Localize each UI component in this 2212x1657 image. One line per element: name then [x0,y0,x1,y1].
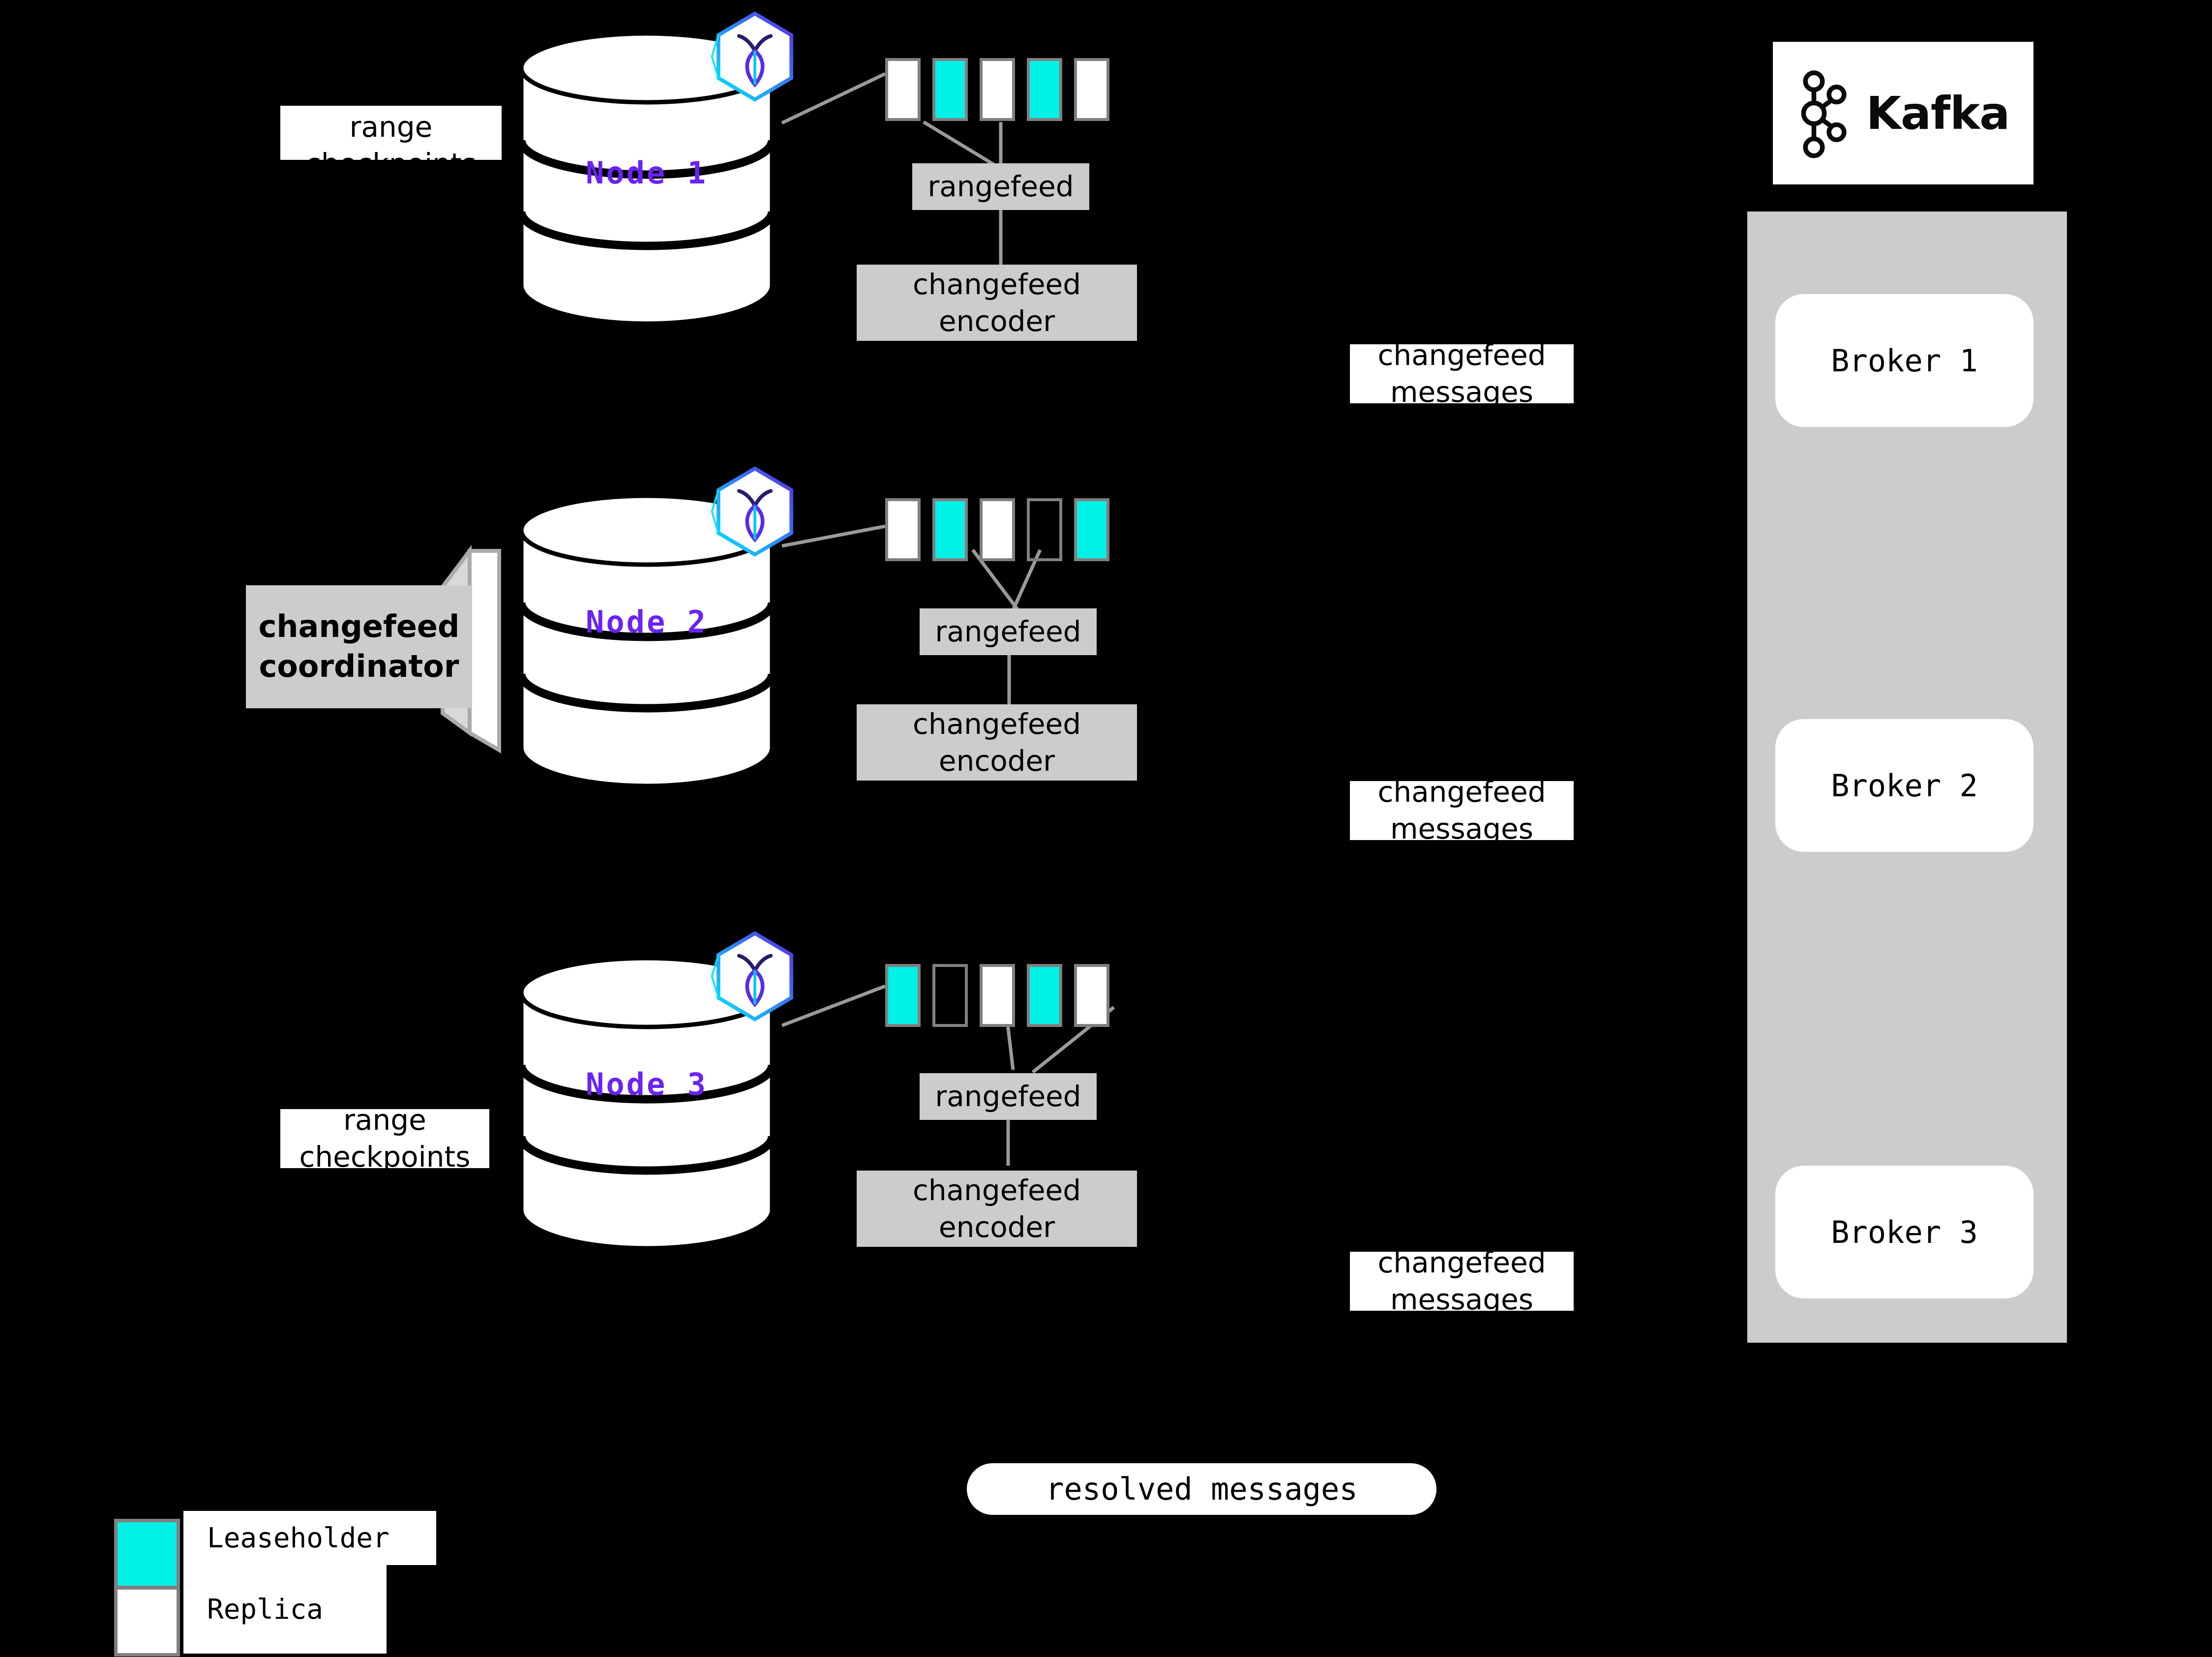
range-checkpoints-label-node3: range checkpoints [280,1109,489,1168]
range-box[interactable] [1027,498,1062,561]
cockroachdb-hexagon-logo [708,10,802,105]
broker-2-label: Broker 2 [1831,767,1978,804]
range-box[interactable] [1074,58,1109,121]
range-checkpoints-text-1: range checkpoints [305,110,477,160]
changefeed-messages-text-1: changefeed messages [1377,344,1546,403]
rangefeed-label: rangefeed [927,170,1074,204]
legend-swatch-leaseholder [114,1519,180,1589]
range-box[interactable] [1027,58,1062,121]
node-1-cylinder: Node 1 [516,30,777,325]
changefeed-messages-label-2: changefeed messages [1350,781,1574,840]
legend-replica-text: Replica [207,1593,324,1626]
changefeed-encoder-box-node1[interactable]: changefeed encoder [857,265,1137,341]
kafka-broker-panel: Broker 1 Broker 2 Broker 3 [1747,211,2067,1343]
rangefeed-box-node3[interactable]: rangefeed [920,1073,1097,1120]
broker-2[interactable]: Broker 2 [1775,719,2033,852]
changefeed-encoder-label: changefeed encoder [912,268,1081,338]
range-box[interactable] [1027,964,1062,1027]
kafka-wordmark: Kafka [1866,87,2010,140]
kafka-node-graph-icon [1801,70,1847,158]
changefeed-messages-text-3: changefeed messages [1377,1252,1546,1311]
node-1-range-row [885,58,1121,121]
range-box[interactable] [885,58,921,121]
range-box[interactable] [980,964,1015,1027]
range-checkpoints-label-node1: range checkpoints [280,106,502,160]
legend-swatch-replica [114,1586,180,1657]
broker-1-label: Broker 1 [1831,342,1978,379]
node-2-cylinder: Node 2 [516,492,777,787]
kafka-logo-box: Kafka [1773,42,2033,184]
broker-3-label: Broker 3 [1831,1214,1978,1250]
legend-leaseholder-text: Leaseholder [207,1522,389,1554]
changefeed-coordinator-box[interactable]: changefeed coordinator [246,585,472,708]
range-box[interactable] [980,58,1015,121]
range-box[interactable] [932,964,968,1027]
changefeed-messages-text-2: changefeed messages [1377,781,1546,840]
legend-label-leaseholder: Leaseholder [183,1511,436,1565]
node-3-range-row [885,964,1121,1027]
range-box[interactable] [932,498,968,561]
resolved-messages-label: resolved messages [1046,1471,1358,1507]
range-box[interactable] [932,58,968,121]
rangefeed-box-node1[interactable]: rangefeed [912,163,1089,210]
changefeed-encoder-label: changefeed encoder [912,1174,1081,1244]
range-box[interactable] [885,498,921,561]
rangefeed-box-node2[interactable]: rangefeed [920,608,1097,655]
legend-label-replica: Replica [183,1565,387,1654]
rangefeed-label: rangefeed [935,1080,1081,1114]
range-checkpoints-text-3: range checkpoints [299,1109,471,1168]
broker-3[interactable]: Broker 3 [1775,1166,2033,1298]
broker-1[interactable]: Broker 1 [1775,294,2033,427]
changefeed-encoder-label: changefeed encoder [912,707,1081,778]
changefeed-encoder-box-node3[interactable]: changefeed encoder [857,1171,1137,1247]
range-box[interactable] [885,964,921,1027]
cockroachdb-hexagon-logo [708,930,802,1025]
changefeed-coordinator-label: changefeed coordinator [258,608,460,684]
changefeed-messages-label-3: changefeed messages [1350,1252,1574,1311]
changefeed-encoder-box-node2[interactable]: changefeed encoder [857,704,1137,781]
node-2-range-row [885,498,1121,561]
node-1-label: Node 1 [586,155,708,191]
changefeed-messages-label-1: changefeed messages [1350,344,1574,403]
node-3-label: Node 3 [586,1066,708,1102]
node-2-label: Node 2 [586,604,708,640]
resolved-messages-pill[interactable]: resolved messages [967,1463,1436,1515]
rangefeed-label: rangefeed [935,615,1081,649]
range-box[interactable] [1074,498,1109,561]
node-3-cylinder: Node 3 [516,954,777,1249]
cockroachdb-hexagon-logo [708,465,802,560]
range-box[interactable] [1074,964,1109,1027]
range-box[interactable] [980,498,1015,561]
